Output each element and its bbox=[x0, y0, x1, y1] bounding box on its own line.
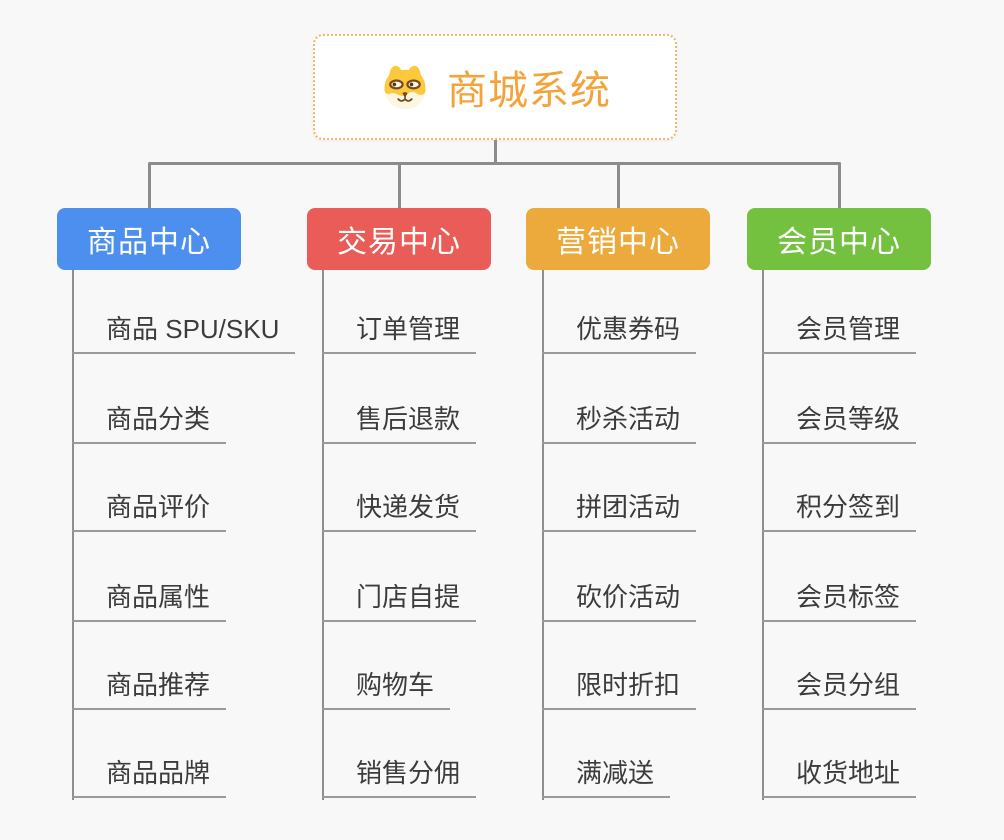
leaf-node[interactable]: 商品 SPU/SKU bbox=[72, 313, 296, 354]
leaf-node[interactable]: 收货地址 bbox=[762, 757, 917, 798]
connector-drop-members bbox=[838, 163, 841, 208]
trunk-line-marketing bbox=[542, 270, 544, 800]
branch-label: 交易中心 bbox=[337, 226, 461, 259]
branch-label: 会员中心 bbox=[777, 226, 901, 259]
leaf-node[interactable]: 商品分类 bbox=[72, 403, 227, 444]
leaf-node[interactable]: 拼团活动 bbox=[542, 491, 697, 532]
connector-drop-trade bbox=[398, 163, 401, 208]
branch-node-trade-center[interactable]: 交易中心 bbox=[307, 208, 491, 270]
leaf-node[interactable]: 会员等级 bbox=[762, 403, 917, 444]
root-title: 商城系统 bbox=[447, 69, 611, 113]
root-node-mall-system[interactable]: 商城系统 bbox=[313, 34, 677, 140]
branch-label: 营销中心 bbox=[556, 226, 680, 259]
connector-drop-products bbox=[148, 163, 151, 208]
leaf-node[interactable]: 秒杀活动 bbox=[542, 403, 697, 444]
branch-node-product-center[interactable]: 商品中心 bbox=[57, 208, 241, 270]
leaf-node[interactable]: 销售分佣 bbox=[322, 757, 477, 798]
connector-drop-marketing bbox=[617, 163, 620, 208]
shiba-dog-icon bbox=[379, 63, 431, 111]
leaf-node[interactable]: 会员管理 bbox=[762, 313, 917, 354]
leaf-node[interactable]: 购物车 bbox=[322, 669, 451, 710]
leaf-node[interactable]: 快递发货 bbox=[322, 491, 477, 532]
trunk-line-member bbox=[762, 270, 764, 800]
leaf-node[interactable]: 订单管理 bbox=[322, 313, 477, 354]
leaf-node[interactable]: 商品评价 bbox=[72, 491, 227, 532]
trunk-line-trade bbox=[322, 270, 324, 800]
leaf-node[interactable]: 积分签到 bbox=[762, 491, 917, 532]
leaf-node[interactable]: 优惠券码 bbox=[542, 313, 697, 354]
trunk-line-product bbox=[72, 270, 74, 800]
connector-root-stub bbox=[494, 140, 497, 163]
connector-bus bbox=[148, 162, 841, 165]
branch-node-marketing-center[interactable]: 营销中心 bbox=[526, 208, 710, 270]
leaf-node[interactable]: 门店自提 bbox=[322, 581, 477, 622]
leaf-node[interactable]: 商品推荐 bbox=[72, 669, 227, 710]
leaf-node[interactable]: 售后退款 bbox=[322, 403, 477, 444]
leaf-node[interactable]: 商品属性 bbox=[72, 581, 227, 622]
leaf-node[interactable]: 会员分组 bbox=[762, 669, 917, 710]
leaf-node[interactable]: 满减送 bbox=[542, 757, 671, 798]
branch-label: 商品中心 bbox=[87, 226, 211, 259]
leaf-node[interactable]: 商品品牌 bbox=[72, 757, 227, 798]
leaf-node[interactable]: 限时折扣 bbox=[542, 669, 697, 710]
leaf-node[interactable]: 砍价活动 bbox=[542, 581, 697, 622]
leaf-node[interactable]: 会员标签 bbox=[762, 581, 917, 622]
branch-node-member-center[interactable]: 会员中心 bbox=[747, 208, 931, 270]
